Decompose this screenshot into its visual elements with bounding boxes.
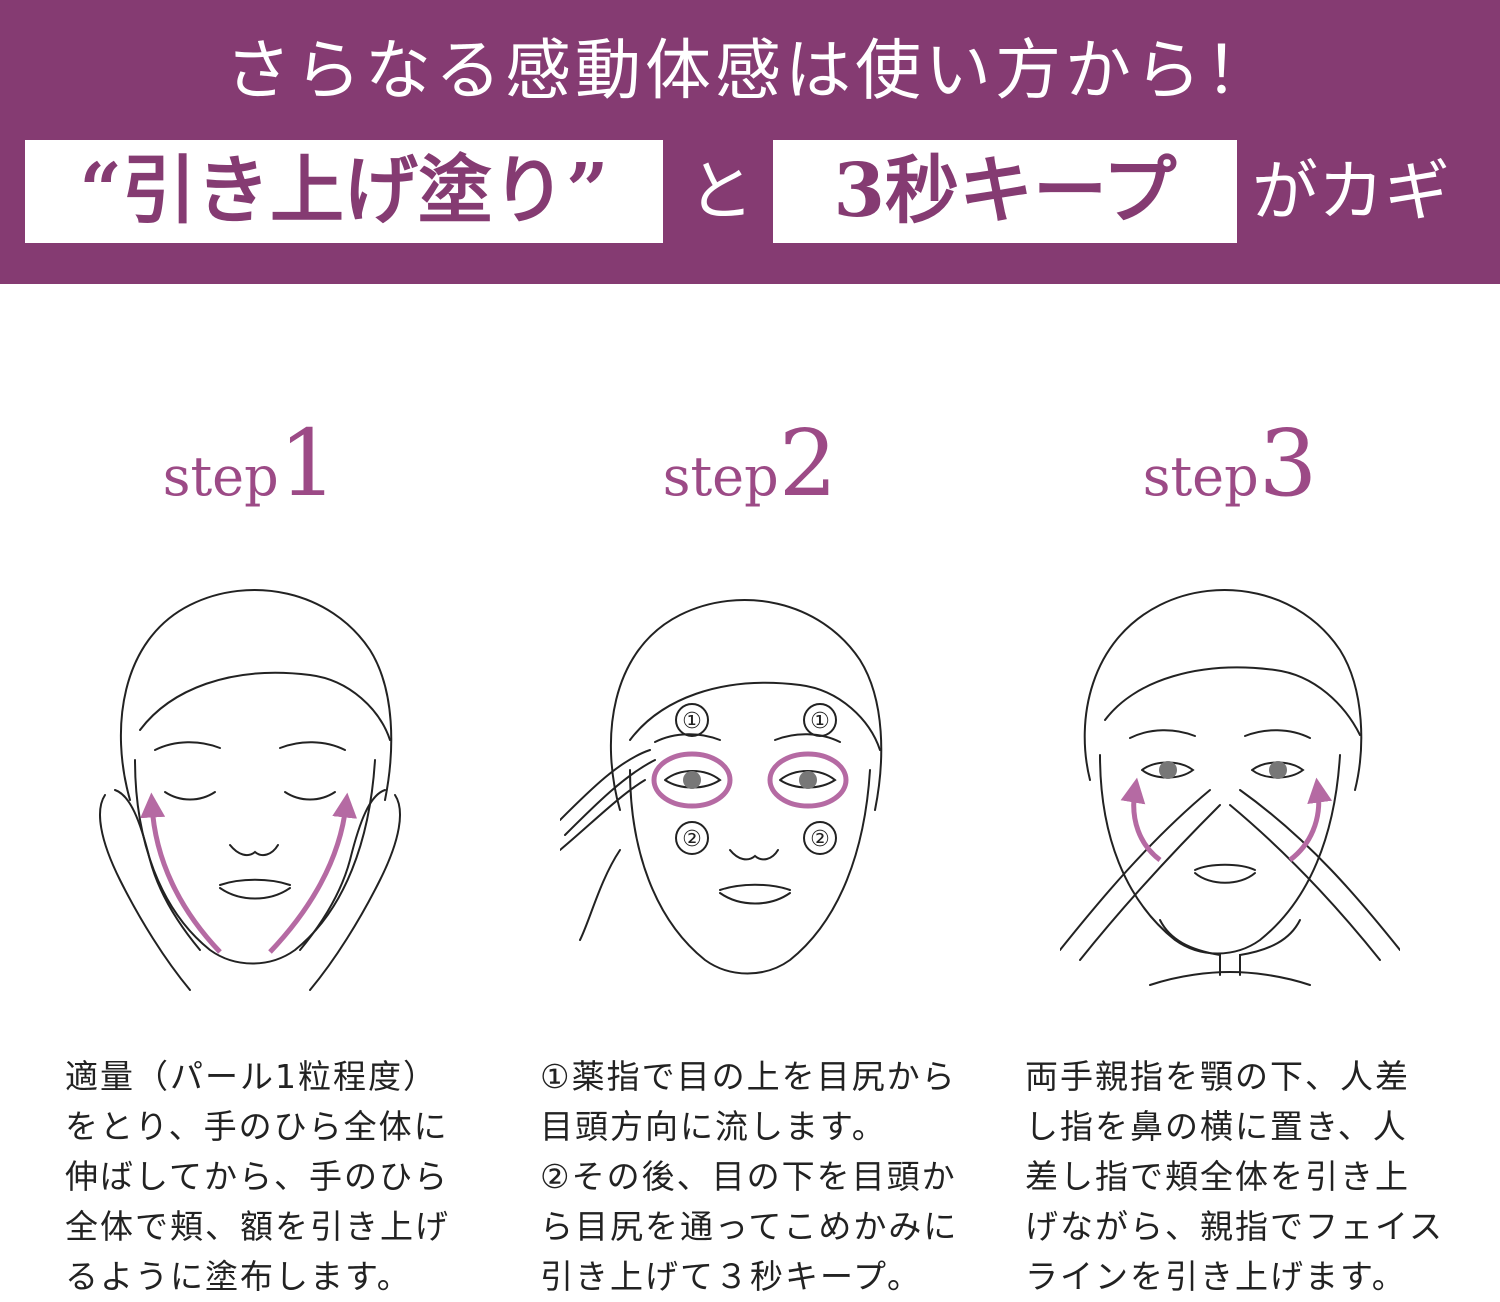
- face-eye-circles-icon: ① ① ② ②: [560, 599, 883, 975]
- step2-description: ①薬指で目の上を目尻から 目頭方向に流します。 ②その後、目の下を目頭か ら目尻…: [540, 1057, 959, 1296]
- highlight-box-3sec-keep: 3秒キープ: [773, 140, 1237, 243]
- step1-description: 適量（パール1粒程度） をとり、手のひら全体に 伸ばしてから、手のひら 全体で頬…: [65, 1057, 450, 1296]
- step3-title: step3: [1080, 410, 1380, 517]
- face-fingers-lift-icon: [1060, 589, 1400, 986]
- eye-label-1-left: ①: [682, 709, 702, 734]
- step2-word: step: [662, 445, 779, 508]
- step1-number: 1: [278, 410, 338, 517]
- step3-description: 両手親指を顎の下、人差 し指を鼻の横に置き、人 差し指で頬全体を引き上 げながら…: [1025, 1057, 1445, 1296]
- face-hands-on-cheeks-icon: [99, 589, 401, 991]
- step3-word: step: [1142, 445, 1259, 508]
- step2-title: step2: [600, 410, 900, 517]
- step1-word: step: [162, 445, 279, 508]
- step3-number: 3: [1258, 410, 1318, 517]
- headline-suffix: がカギ: [1252, 153, 1450, 230]
- step2-number: 2: [778, 410, 838, 517]
- highlight-box-lift-apply: “引き上げ塗り”: [25, 140, 663, 243]
- headline: さらなる感動体感は使い方から！: [225, 32, 1275, 109]
- step1-title: step1: [100, 410, 400, 517]
- eye-label-2-right: ②: [810, 827, 830, 852]
- eye-label-2-left: ②: [682, 827, 702, 852]
- headline-connector: と: [688, 153, 754, 230]
- eye-label-1-right: ①: [810, 709, 830, 734]
